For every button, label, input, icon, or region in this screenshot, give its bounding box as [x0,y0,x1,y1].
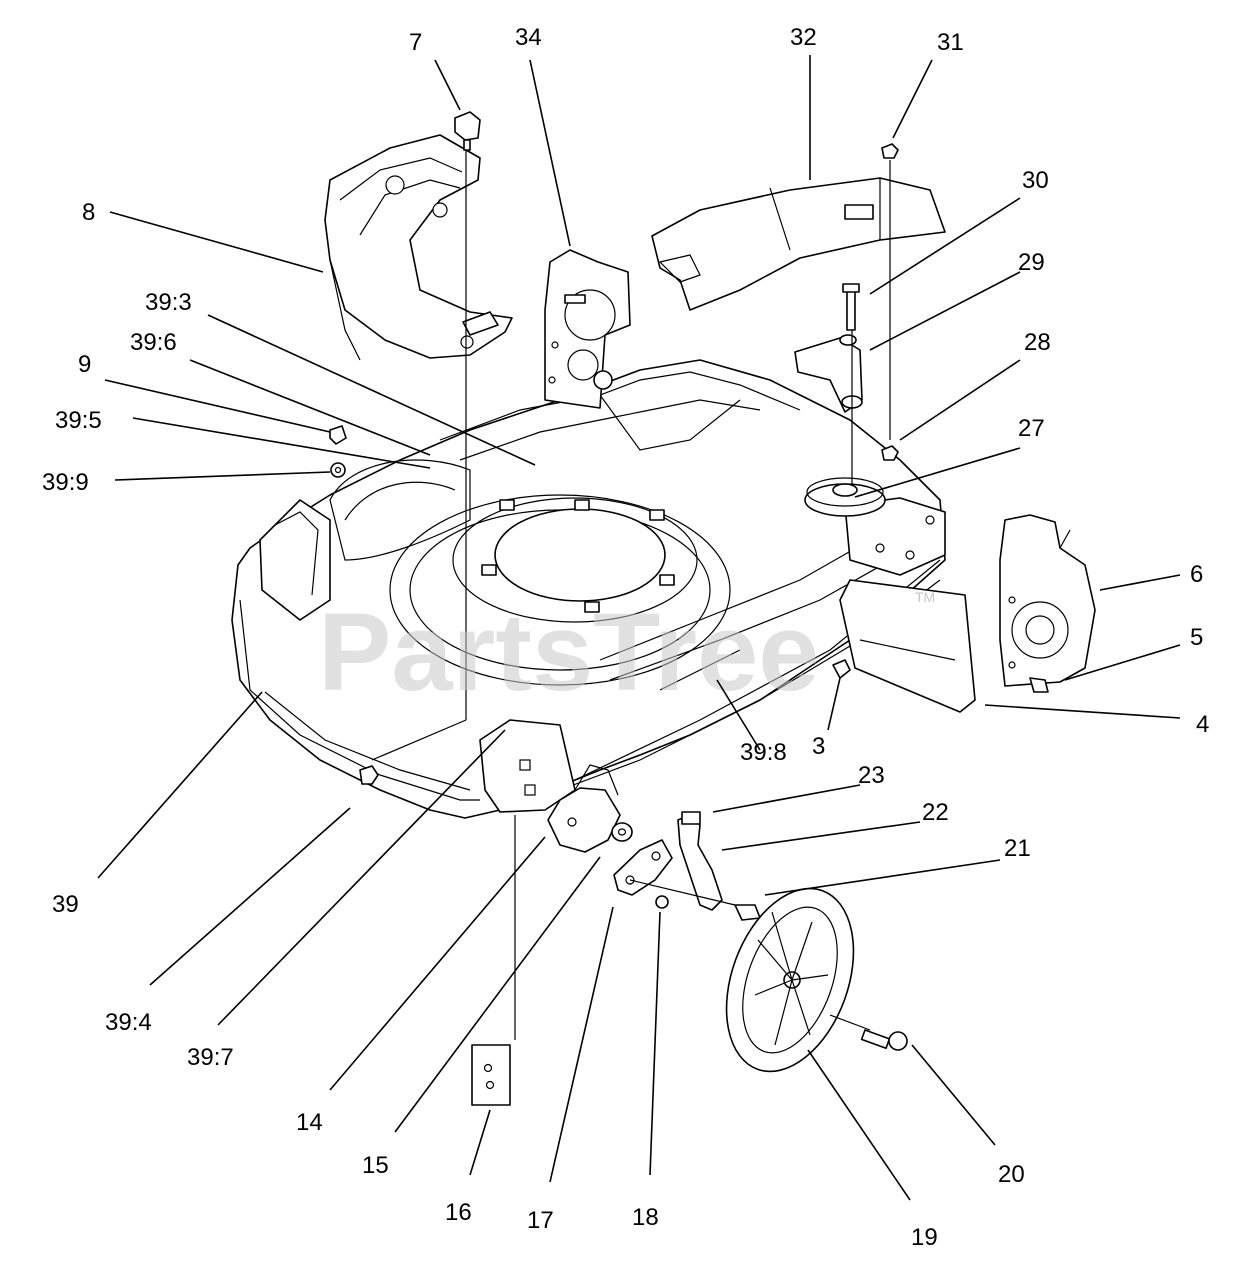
callout-32: 32 [790,24,817,51]
lever-23 [677,811,723,911]
leader-lines [97,55,1181,1201]
nut-28 [881,445,899,461]
callout-18: 18 [632,1204,659,1231]
callout-17: 17 [527,1207,554,1234]
watermark-text: PartsTree [318,591,819,714]
adjust-plate-14 [547,764,621,853]
axle-bolt-20 [860,1029,908,1051]
bolt-30 [842,283,860,331]
callout-39-7: 39:7 [187,1044,234,1071]
nut-39-4 [359,765,379,785]
pulley-27 [804,477,886,517]
washer-15 [611,822,633,842]
callout-23: 23 [858,762,885,789]
plate-16 [471,1044,511,1106]
callout-8: 8 [82,199,95,226]
nut-31 [881,143,899,159]
callout-30: 30 [1022,167,1049,194]
nut-39-9 [330,462,346,478]
axle-cover-4 [839,579,976,713]
knob-7 [454,111,481,151]
callout-27: 27 [1018,415,1045,442]
callout-labels: 7 34 32 31 30 8 29 39:3 28 39:6 9 27 39:… [42,24,1209,1251]
callout-39-8: 39:8 [740,739,787,766]
callout-28: 28 [1024,329,1051,356]
rear-cover-32 [651,177,946,311]
left-bracket-34 [544,249,631,409]
rear-guard-8 [324,134,513,361]
callout-16: 16 [445,1199,472,1226]
spacer-18 [655,895,669,909]
callout-29: 29 [1018,249,1045,276]
callout-39-6: 39:6 [130,329,177,356]
callout-3: 3 [812,733,825,760]
callout-31: 31 [937,29,964,56]
callout-14: 14 [296,1109,323,1136]
right-bracket-6 [999,514,1096,687]
callout-39: 39 [52,891,79,918]
callout-34: 34 [515,24,542,51]
pivot-arm-17 [613,839,673,896]
callout-15: 15 [362,1152,389,1179]
callout-39-3: 39:3 [145,289,192,316]
callout-39-4: 39:4 [105,1009,152,1036]
assembly-axes [371,150,891,1040]
watermark: PartsTree TM [318,589,935,714]
callout-22: 22 [922,799,949,826]
callout-21: 21 [1004,835,1031,862]
callout-4: 4 [1196,711,1209,738]
callout-5: 5 [1190,624,1203,651]
callout-6: 6 [1190,561,1203,588]
bolt-5 [1029,677,1049,693]
callout-39-5: 39:5 [55,407,102,434]
callout-20: 20 [998,1161,1025,1188]
watermark-trademark: TM [915,589,935,605]
callout-7: 7 [409,29,422,56]
bolt-21 [734,904,761,921]
wheel-19 [725,887,855,1073]
callout-19: 19 [911,1224,938,1251]
callout-9: 9 [78,351,91,378]
nut-3 [832,659,851,679]
callout-39-9: 39:9 [42,469,89,496]
screw-9 [329,425,347,445]
